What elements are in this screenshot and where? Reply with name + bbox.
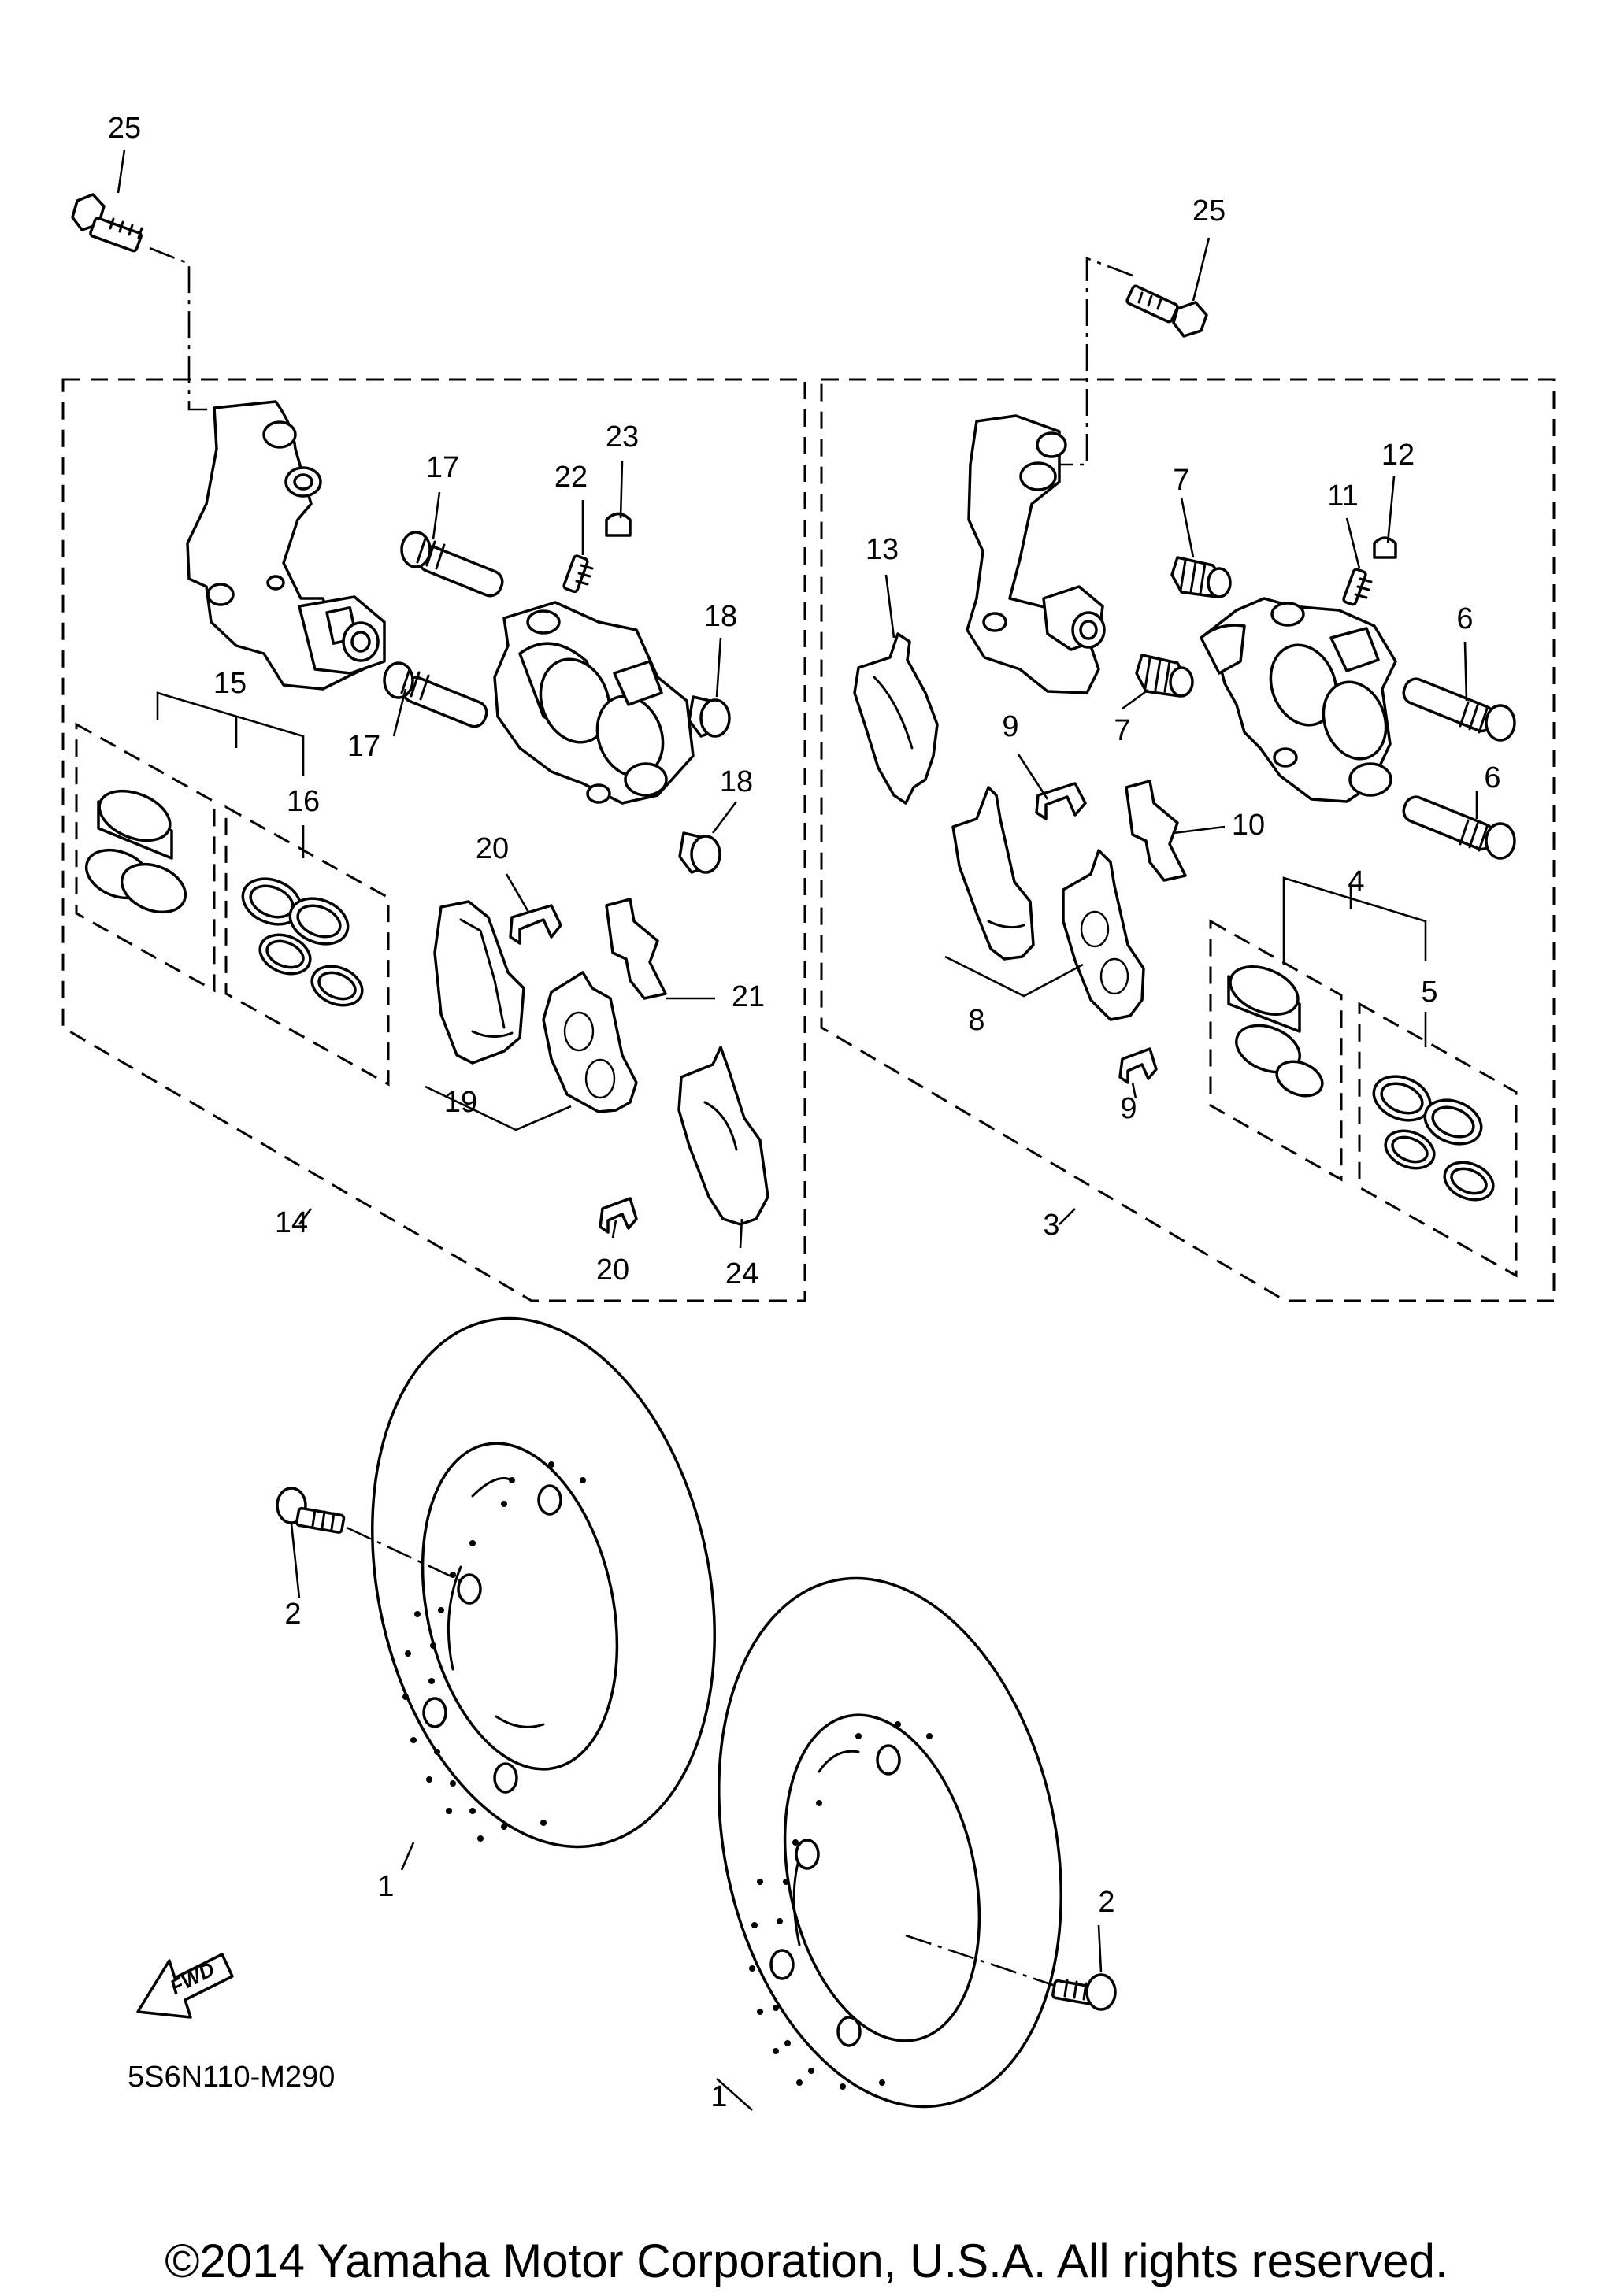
brake-pad-left-b	[542, 971, 638, 1113]
callout-19: 19	[444, 1086, 477, 1119]
callout-18-lower: 18	[720, 765, 753, 798]
callout-25-left: 25	[108, 112, 141, 145]
caliper-bracket-left	[186, 400, 386, 691]
leader-lines	[117, 149, 1478, 2111]
brake-pad-right-a	[951, 786, 1035, 961]
callout-4: 4	[1348, 865, 1364, 898]
callout-12: 12	[1381, 439, 1415, 472]
drawing-code: 5S6N110-M290	[128, 2061, 335, 2094]
callout-15: 15	[213, 667, 247, 700]
callout-2-right: 2	[1098, 1886, 1114, 1919]
callout-17-lower: 17	[347, 730, 380, 763]
pad-clip-right-lower	[1118, 1047, 1158, 1084]
piston-seals-right	[1372, 1075, 1495, 1202]
assembly-outlines	[61, 378, 1556, 1302]
left-piston-kit-outline	[75, 722, 216, 993]
right-seal-kit-outline	[1358, 1002, 1518, 1278]
bleed-screw-left	[562, 554, 594, 594]
brake-pad-left-a	[433, 900, 525, 1065]
pad-shim-right	[853, 632, 939, 805]
callout-11: 11	[1327, 480, 1358, 513]
callout-21: 21	[732, 980, 765, 1013]
callout-23: 23	[606, 420, 639, 454]
disc-bolt-left	[276, 1487, 346, 1534]
callout-7-upper: 7	[1173, 464, 1189, 497]
left-caliper-group	[71, 193, 769, 1234]
callout-1-right: 1	[710, 2080, 727, 2113]
right-piston-kit-outline	[1209, 919, 1343, 1182]
dust-boot-lower-right	[1135, 654, 1194, 698]
caliper-body-right	[1200, 597, 1397, 803]
callout-5: 5	[1421, 976, 1437, 1009]
caliper-bracket-right	[966, 414, 1106, 694]
slide-pin-lower-left	[383, 661, 488, 728]
callout-10: 10	[1232, 809, 1265, 842]
disc-holes-right	[749, 1721, 933, 2090]
callout-14: 14	[275, 1206, 308, 1239]
left-seal-kit-outline	[224, 805, 390, 1087]
pad-support-left	[605, 898, 667, 1000]
pad-clip-left-lower	[599, 1197, 638, 1234]
brake-pad-left-single	[677, 1046, 769, 1226]
caliper-sleeve-upper-left	[688, 695, 731, 738]
caliper-sleeve-lower-left	[678, 831, 721, 874]
callout-8: 8	[968, 1004, 984, 1037]
dust-boot-upper-right	[1170, 556, 1232, 598]
bleed-screw-right	[1342, 568, 1373, 606]
callout-16: 16	[287, 785, 320, 818]
right-caliper-assembly-outline	[820, 378, 1556, 1302]
callout-24: 24	[725, 1257, 758, 1291]
caliper-bolt-right	[1125, 284, 1208, 338]
bolt-mount-line-right	[1055, 257, 1133, 466]
callout-13: 13	[866, 533, 899, 566]
callout-17-upper: 17	[426, 451, 459, 484]
disc-bolt-left-line	[346, 1526, 465, 1584]
pad-support-right	[1125, 780, 1187, 882]
piston-seals-left	[241, 877, 364, 1007]
caliper-pistons-left	[84, 789, 187, 914]
right-caliper-group	[853, 257, 1516, 1202]
brake-disc-right	[718, 1576, 1062, 2109]
callout-6-lower: 6	[1484, 761, 1500, 794]
callout-1-left: 1	[377, 1870, 394, 1903]
callout-9-lower: 9	[1120, 1092, 1137, 1125]
slide-pin-upper-left	[400, 531, 504, 598]
callout-6-upper: 6	[1456, 602, 1473, 635]
disc-bolt-right	[1051, 1973, 1117, 2011]
bleed-cap-right	[1373, 536, 1397, 559]
callout-3: 3	[1043, 1209, 1059, 1242]
left-caliper-assembly-outline	[61, 378, 806, 1302]
pad-clip-right-upper	[1035, 782, 1087, 820]
forward-direction-arrow: FWD	[136, 1953, 234, 2019]
slide-pin-upper-right	[1402, 677, 1516, 742]
callout-18-upper: 18	[704, 600, 737, 633]
slide-pin-lower-right	[1402, 795, 1516, 860]
callout-25-right: 25	[1192, 194, 1226, 228]
brake-pad-right-b	[1062, 849, 1145, 1021]
callout-7-lower: 7	[1114, 714, 1130, 747]
copyright-notice: ©2014 Yamaha Motor Corporation, U.S.A. A…	[165, 2235, 1448, 2287]
disc-bolt-right-line	[905, 1934, 1056, 1987]
callout-20-lower: 20	[596, 1254, 629, 1287]
bolt-mount-line-left	[149, 246, 224, 411]
callout-numbers: 25 25 23 22 17 18 15 17 18 16 20 21 19 1…	[108, 112, 1501, 2113]
callout-2-left: 2	[284, 1598, 301, 1631]
caliper-bolt-left	[71, 193, 143, 253]
pad-clip-left-upper	[509, 904, 562, 945]
brake-disc-left	[371, 1316, 716, 1849]
callout-9-upper: 9	[1002, 710, 1018, 743]
disc-holes-left	[402, 1461, 586, 1842]
caliper-pistons-right	[1227, 965, 1324, 1098]
caliper-body-left	[493, 601, 695, 805]
bleed-cap-left	[605, 512, 632, 537]
callout-20-upper: 20	[476, 832, 509, 865]
callout-22: 22	[554, 461, 588, 494]
